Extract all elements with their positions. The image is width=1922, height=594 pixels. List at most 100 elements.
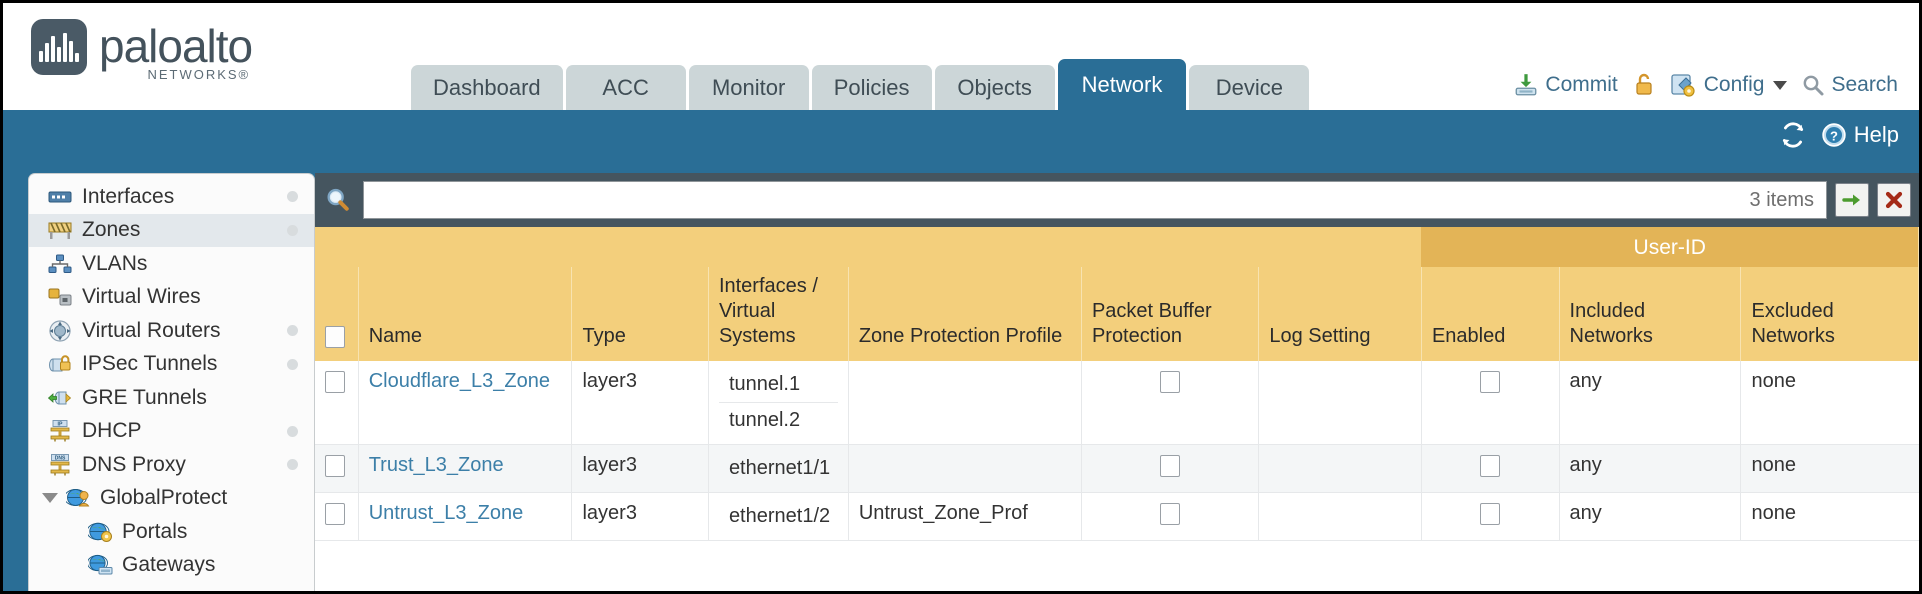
cell-zone-name: Untrust_L3_Zone (358, 492, 573, 541)
sidebar-item-label: Interfaces (82, 184, 175, 208)
sidebar-item-gre-tunnels[interactable]: GRE Tunnels (29, 381, 314, 415)
userid-enabled-checkbox[interactable] (1480, 370, 1501, 393)
sidebar-item-zones[interactable]: Zones (29, 213, 314, 247)
sidebar-item-virtual-wires[interactable]: Virtual Wires (29, 281, 314, 315)
cell-zone-protection-profile (848, 444, 1082, 493)
packet-buffer-protection-checkbox[interactable] (1160, 502, 1181, 525)
commit-button[interactable]: Commit (1510, 70, 1620, 100)
cell-log-setting (1258, 361, 1422, 445)
zone-name-link[interactable]: Cloudflare_L3_Zone (368, 370, 550, 392)
apply-filter-button[interactable] (1835, 183, 1869, 217)
col-header-excluded-networks[interactable]: Excluded Networks (1740, 267, 1919, 361)
group-header-spacer (315, 227, 1422, 267)
sidebar-item-gateways[interactable]: Gateways (29, 549, 314, 583)
col-header-name[interactable]: Name (358, 267, 573, 361)
green-arrow-icon (1842, 194, 1860, 206)
sidebar-item-label: Gateways (122, 553, 216, 577)
group-header-row: User-ID (315, 227, 1919, 267)
chevron-down-icon (1773, 80, 1788, 90)
row-select-checkbox[interactable] (325, 454, 345, 477)
packet-buffer-protection-checkbox[interactable] (1160, 370, 1181, 393)
sidebar-item-label: GRE Tunnels (82, 385, 207, 409)
cell-log-setting (1258, 444, 1422, 493)
cell-packet-buffer-protection (1081, 361, 1260, 445)
select-all-checkbox[interactable] (325, 325, 345, 348)
col-header-type[interactable]: Type (571, 267, 709, 361)
row-select-checkbox[interactable] (325, 370, 345, 393)
cell-zone-name: Cloudflare_L3_Zone (358, 361, 573, 445)
tab-monitor[interactable]: Monitor (688, 65, 809, 110)
zone-name-link[interactable]: Untrust_L3_Zone (368, 502, 524, 524)
cell-included-networks: any (1559, 444, 1742, 493)
sidebar-item-label: DHCP (82, 419, 142, 443)
group-header-userid: User-ID (1421, 227, 1919, 267)
col-header-log-setting[interactable]: Log Setting (1258, 267, 1422, 361)
tab-dashboard[interactable]: Dashboard (411, 65, 563, 110)
ipsec-tunnels-icon (47, 353, 73, 375)
toolbar-right-actions: ? Help (1779, 122, 1899, 148)
sidebar-item-status-dot (287, 191, 298, 203)
sidebar-item-ipsec-tunnels[interactable]: IPSec Tunnels (29, 348, 314, 382)
filter-input[interactable] (364, 182, 1750, 218)
tab-network[interactable]: Network (1057, 59, 1187, 110)
dns-proxy-icon: DNS (47, 453, 73, 476)
column-header-row: Name Type Interfaces / Virtual Systems Z… (315, 267, 1919, 361)
help-button[interactable]: ? Help (1821, 122, 1899, 148)
cell-userid-enabled (1421, 361, 1560, 445)
sidebar-item-portals[interactable]: Portals (29, 515, 314, 549)
filter-search-icon-button[interactable] (321, 183, 355, 217)
sidebar-item-globalprotect[interactable]: GlobalProtect (29, 482, 314, 516)
paloalto-logo-icon (31, 19, 87, 75)
config-label: Config (1703, 73, 1765, 96)
tab-objects[interactable]: Objects (934, 65, 1055, 110)
brand-text: paloalto NETWORKS® (99, 19, 253, 82)
sidebar-item-vlans[interactable]: VLANs (29, 247, 314, 281)
clear-filter-button[interactable] (1877, 183, 1911, 217)
filter-toolbar: 3 items (315, 173, 1919, 227)
userid-enabled-checkbox[interactable] (1480, 454, 1501, 477)
expander-triangle-icon[interactable] (42, 493, 58, 504)
lock-button[interactable] (1629, 70, 1659, 100)
logo-bars (39, 32, 79, 62)
cell-excluded-networks: none (1740, 444, 1919, 493)
sidebar-item-label: Portals (122, 519, 188, 543)
cell-zone-protection-profile: Untrust_Zone_Prof (848, 492, 1082, 541)
secondary-toolbar: ? Help (3, 110, 1919, 173)
col-header-packet-buffer-protection[interactable]: Packet Buffer Protection (1081, 267, 1260, 361)
virtual-routers-icon (47, 320, 73, 342)
userid-enabled-checkbox[interactable] (1480, 502, 1501, 525)
search-button[interactable]: Search (1798, 71, 1901, 99)
tab-acc[interactable]: ACC (565, 65, 686, 110)
items-count-label: 3 items (1749, 188, 1814, 211)
packet-buffer-protection-checkbox[interactable] (1160, 454, 1181, 477)
sidebar-item-status-dot (287, 459, 298, 471)
sidebar-item-interfaces[interactable]: Interfaces (29, 180, 314, 214)
refresh-button[interactable] (1779, 122, 1807, 148)
tab-device[interactable]: Device (1189, 65, 1310, 110)
col-header-userid-enabled[interactable]: Enabled (1421, 267, 1560, 361)
row-select-checkbox[interactable] (325, 502, 345, 525)
sidebar-item-label: Virtual Wires (82, 285, 201, 309)
tab-policies[interactable]: Policies (811, 65, 932, 110)
cell-zone-name: Trust_L3_Zone (358, 444, 573, 493)
sidebar-item-virtual-routers[interactable]: Virtual Routers (29, 314, 314, 348)
svg-text:?: ? (1830, 128, 1838, 143)
zones-table-head: User-ID Name Type Interfaces / Virtual S… (315, 227, 1919, 361)
zone-name-link[interactable]: Trust_L3_Zone (368, 454, 504, 476)
col-header-interfaces[interactable]: Interfaces / Virtual Systems (708, 267, 849, 361)
col-header-zone-protection-profile[interactable]: Zone Protection Profile (848, 267, 1082, 361)
config-menu[interactable]: Config (1667, 70, 1791, 100)
col-header-included-networks[interactable]: Included Networks (1559, 267, 1742, 361)
cell-packet-buffer-protection (1081, 444, 1260, 493)
help-label: Help (1853, 122, 1899, 147)
sidebar-item-status-dot (287, 325, 298, 337)
refresh-icon (1782, 122, 1803, 148)
main-content: 3 items (315, 173, 1919, 591)
